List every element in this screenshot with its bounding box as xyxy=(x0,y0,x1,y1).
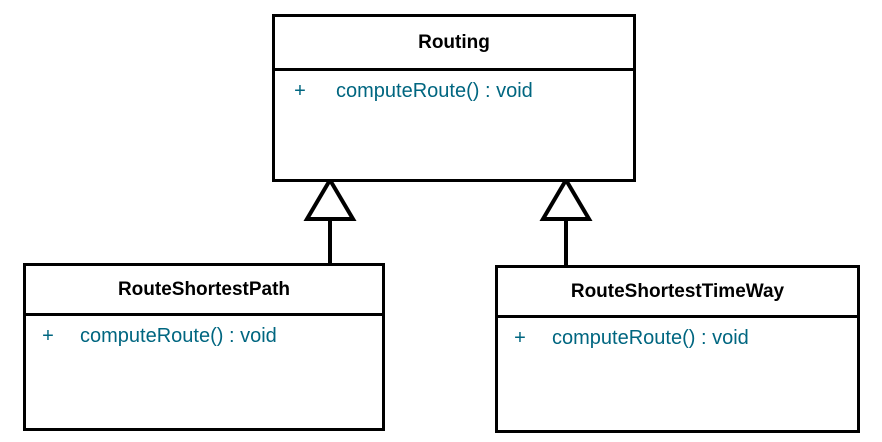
class-name-routeshortestpath: RouteShortestPath xyxy=(117,278,291,300)
uml-class-routing[interactable]: Routing + computeRoute() : void xyxy=(272,14,636,182)
class-members-compartment-routeshortesttimeway: + computeRoute() : void xyxy=(498,318,857,430)
uml-class-routeshortesttimeway[interactable]: RouteShortestTimeWay + computeRoute() : … xyxy=(495,265,860,433)
member-visibility-icon: + xyxy=(514,327,526,349)
class-member-row: + computeRoute() : void xyxy=(510,327,857,350)
class-members-compartment-routeshortestpath: + computeRoute() : void xyxy=(26,316,382,428)
member-visibility-icon: + xyxy=(294,80,306,102)
hollow-triangle-arrowhead-right xyxy=(539,176,593,221)
class-name-compartment-routing: Routing xyxy=(275,17,633,71)
generalization-routeshortesttimeway-to-routing[interactable] xyxy=(539,176,593,268)
class-name-routing: Routing xyxy=(418,31,490,53)
class-name-routeshortesttimeway: RouteShortestTimeWay xyxy=(570,280,785,302)
class-name-compartment-routeshortestpath: RouteShortestPath xyxy=(26,266,382,316)
hollow-triangle-arrowhead-left xyxy=(303,176,357,221)
class-name-compartment-routeshortesttimeway: RouteShortestTimeWay xyxy=(498,268,857,318)
member-visibility-icon: + xyxy=(42,325,54,347)
class-members-compartment-routing: + computeRoute() : void xyxy=(275,71,633,179)
member-signature: computeRoute() : void xyxy=(336,80,533,102)
member-signature: computeRoute() : void xyxy=(80,325,277,347)
generalization-routeshortestpath-to-routing[interactable] xyxy=(303,176,357,266)
class-member-row: + computeRoute() : void xyxy=(38,325,382,348)
class-member-row: + computeRoute() : void xyxy=(289,80,633,103)
uml-class-routeshortestpath[interactable]: RouteShortestPath + computeRoute() : voi… xyxy=(23,263,385,431)
member-signature: computeRoute() : void xyxy=(552,327,749,349)
